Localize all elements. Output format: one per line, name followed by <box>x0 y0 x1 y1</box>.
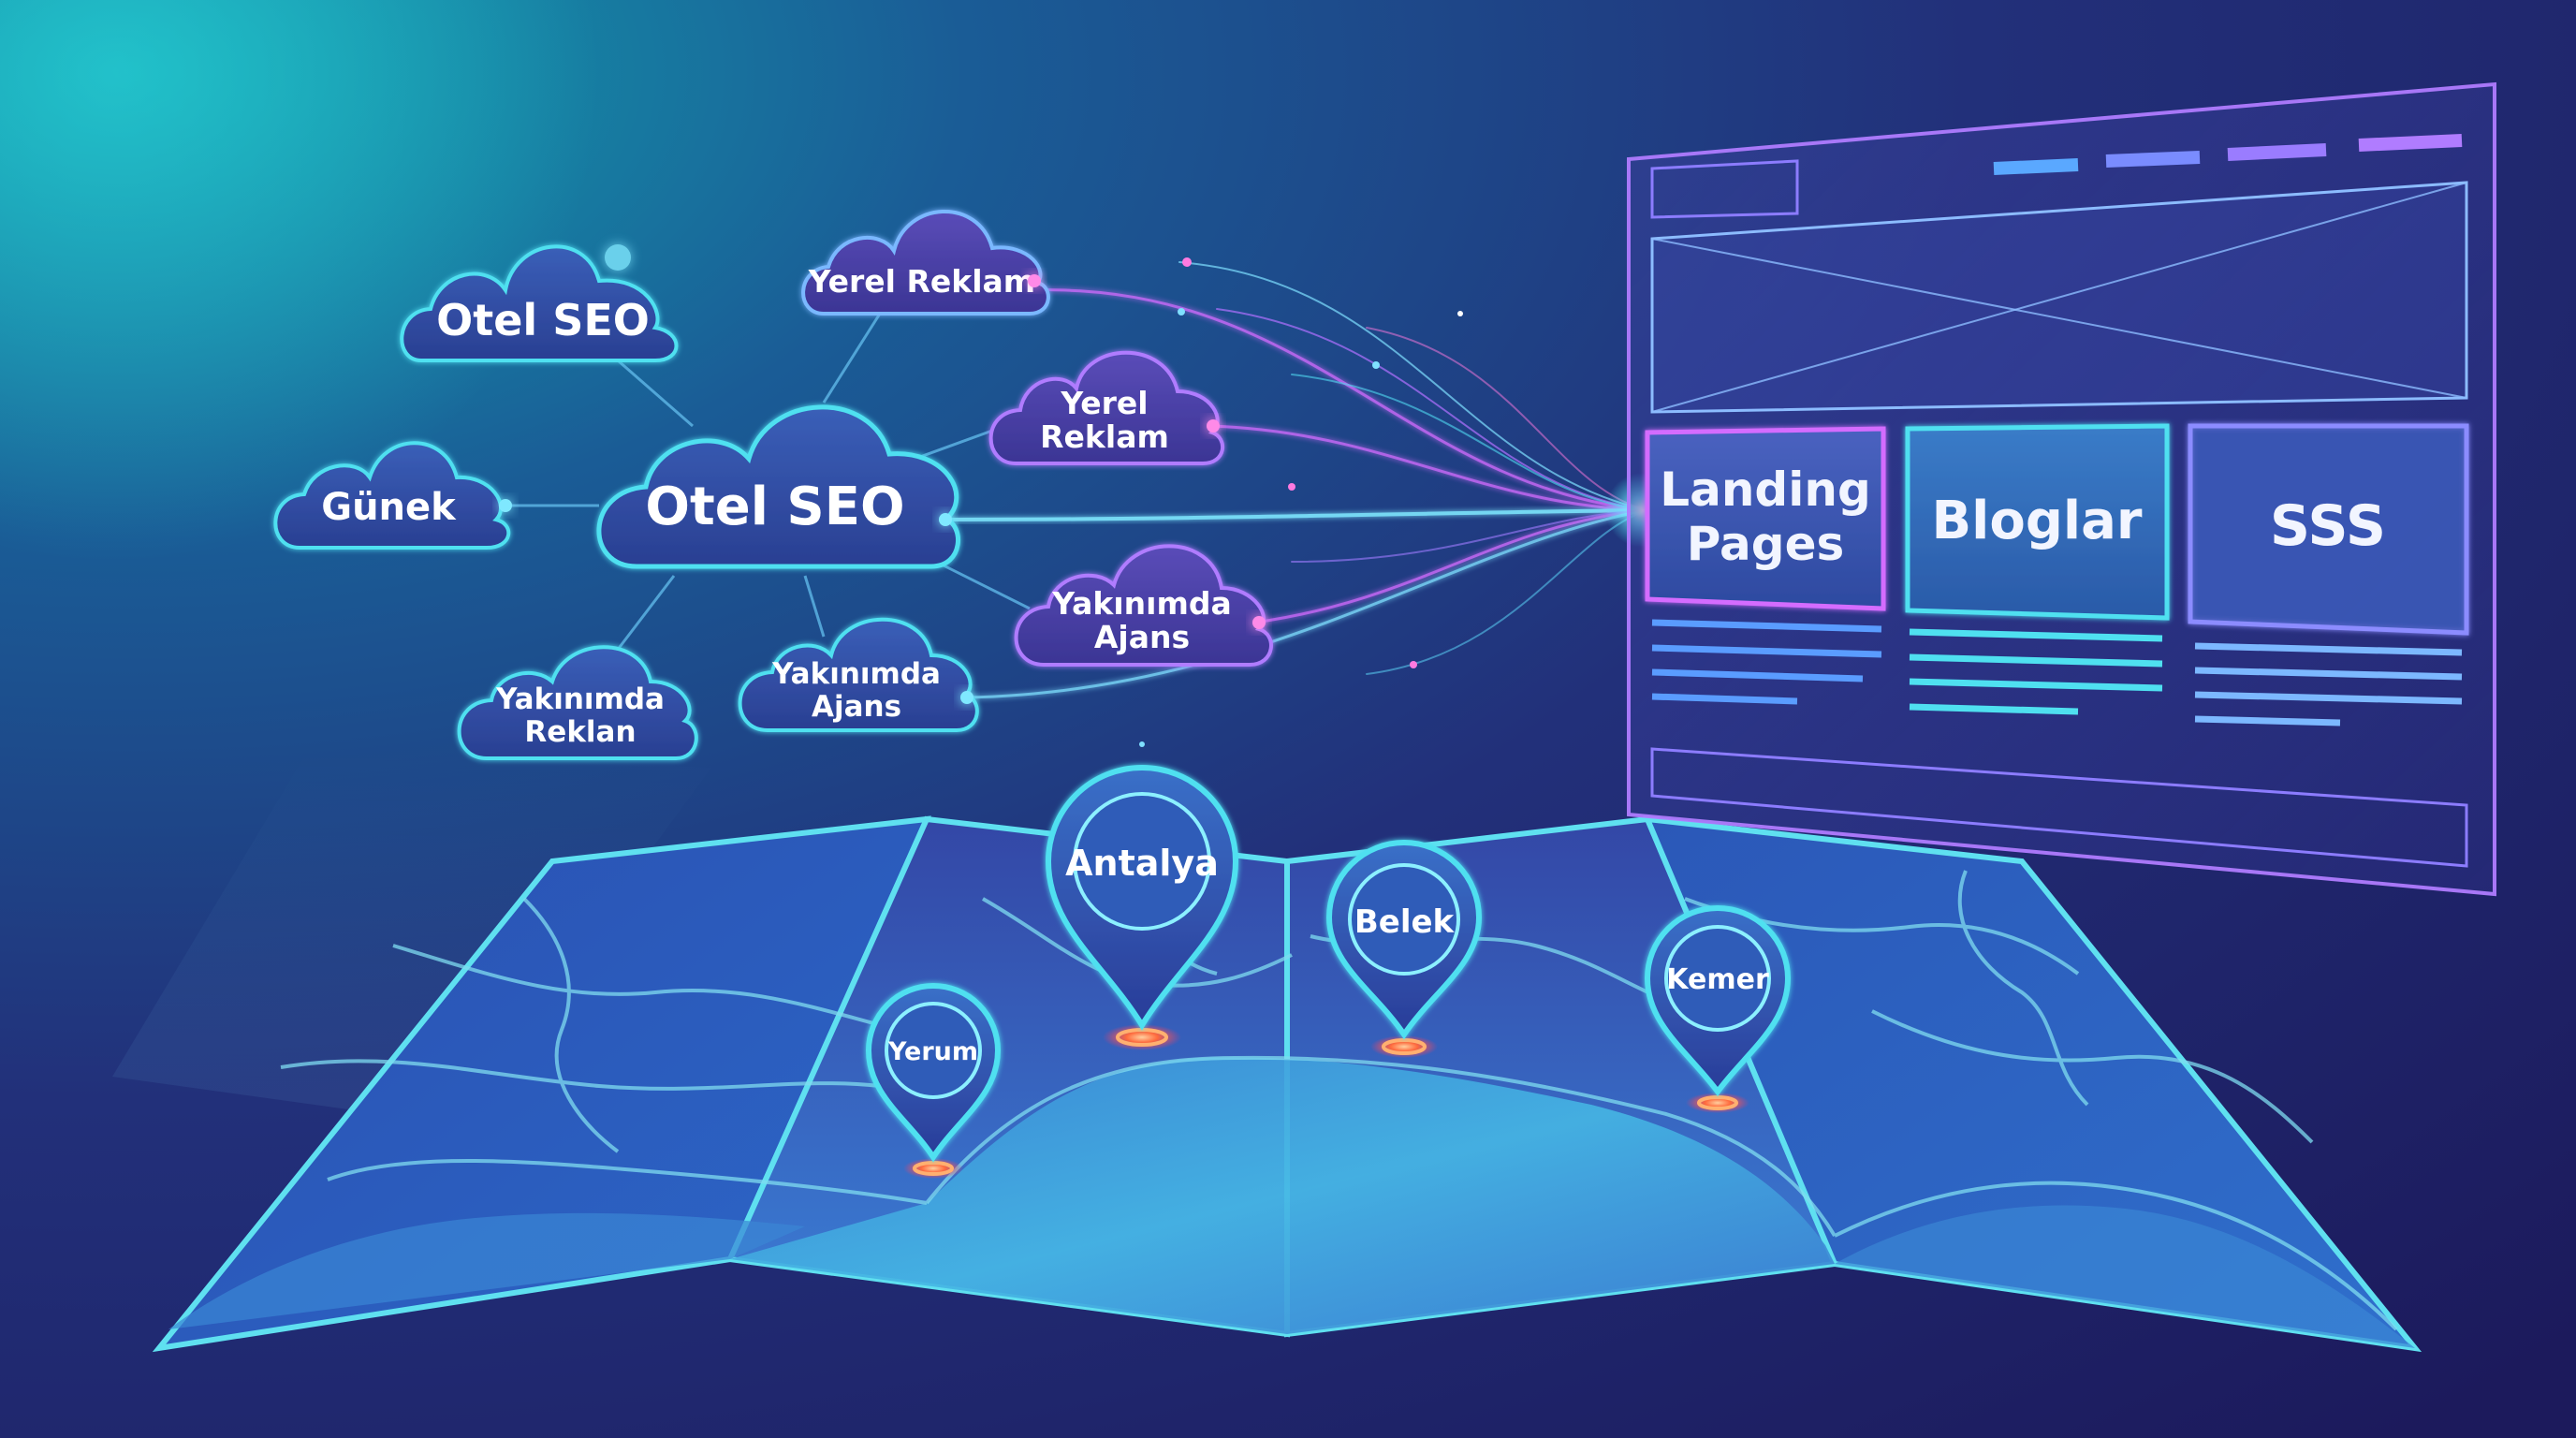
keyword-cloud-yakinimda-ajans-left: Yakınımda Ajans <box>738 617 979 732</box>
keyword-label-line1: Yakınımda <box>495 682 665 716</box>
tile-label: SSS <box>2270 493 2386 559</box>
pin-label: Yerum <box>887 1037 978 1066</box>
website-wireframe: Landing Pages Bloglar SSS <box>1627 81 2496 897</box>
sparkles <box>1139 257 1463 747</box>
map-pin-yerum: Yerum <box>865 983 1002 1179</box>
node-dot <box>939 513 952 526</box>
map-sea-left <box>168 1212 805 1329</box>
pin-glow <box>1686 1093 1749 1113</box>
keyword-label: Günek <box>321 486 457 529</box>
wireframe-tile-bloglar: Bloglar <box>1905 423 2170 621</box>
wireframe-tile-landing-pages: Landing Pages <box>1645 426 1886 611</box>
keyword-cloud-yakinimda-reklan: Yakınımda Reklan <box>457 645 698 760</box>
wireframe-hero-cross <box>1651 182 2467 413</box>
pin-label: Antalya <box>1065 843 1219 884</box>
keyword-cloud-yakinimda-ajans-right: Yakınımda Ajans <box>1014 544 1273 667</box>
pin-label: Belek <box>1354 903 1456 941</box>
keyword-cloud-yerel-reklam-top: Yerel Reklam <box>801 210 1050 315</box>
node-dot <box>499 499 512 512</box>
tile-label: Bloglar <box>1931 491 2142 551</box>
wireframe-logo-box <box>1650 159 1799 219</box>
tile-label-line1: Landing <box>1660 462 1871 517</box>
folded-map <box>152 815 2422 1353</box>
keyword-label-line2: Ajans <box>1094 619 1190 655</box>
keyword-cloud-gunek: Günek <box>273 441 511 550</box>
pin-glow <box>1103 1024 1181 1050</box>
node-dot <box>605 244 631 271</box>
wireframe-footer <box>1650 747 2468 868</box>
wireframe-nav <box>1993 134 2463 175</box>
map-pin-belek: Belek <box>1325 840 1483 1058</box>
keyword-label: Otel SEO <box>645 477 904 537</box>
background-glow <box>0 0 599 562</box>
map-pin-antalya: Antalya <box>1045 765 1239 1050</box>
keyword-label: Yerel Reklam <box>808 263 1035 300</box>
keyword-cloud-yerel-reklam-mid: Yerel Reklam <box>988 350 1225 465</box>
pin-label: Kemer <box>1666 963 1769 996</box>
node-dot <box>1207 419 1220 433</box>
map-sea <box>730 1057 1835 1334</box>
map-pin-kemer: Kemer <box>1644 905 1792 1113</box>
map-sea-right <box>1835 1205 2415 1348</box>
wireframe-text-lines <box>1651 619 2463 726</box>
tile-label-line2: Pages <box>1687 517 1845 571</box>
wireframe-tile-sss: SSS <box>2188 423 2469 636</box>
keyword-label-line2: Reklam <box>1040 418 1169 455</box>
keyword-label-line2: Reklan <box>524 715 636 749</box>
node-dot <box>1028 274 1041 287</box>
node-dot <box>960 691 973 704</box>
keyword-label-line2: Ajans <box>812 690 901 724</box>
keyword-label-line1: Yerel <box>1060 385 1148 421</box>
light-beam <box>112 749 711 1123</box>
keyword-label-line1: Yakınımda <box>1051 585 1231 622</box>
node-dot <box>1252 616 1266 629</box>
keyword-cloud-otel-seo-small: Otel SEO <box>400 244 679 362</box>
keyword-label: Otel SEO <box>436 295 650 345</box>
wireframe-hero-cross <box>1651 238 2467 399</box>
keyword-label-line1: Yakınımda <box>771 657 941 691</box>
